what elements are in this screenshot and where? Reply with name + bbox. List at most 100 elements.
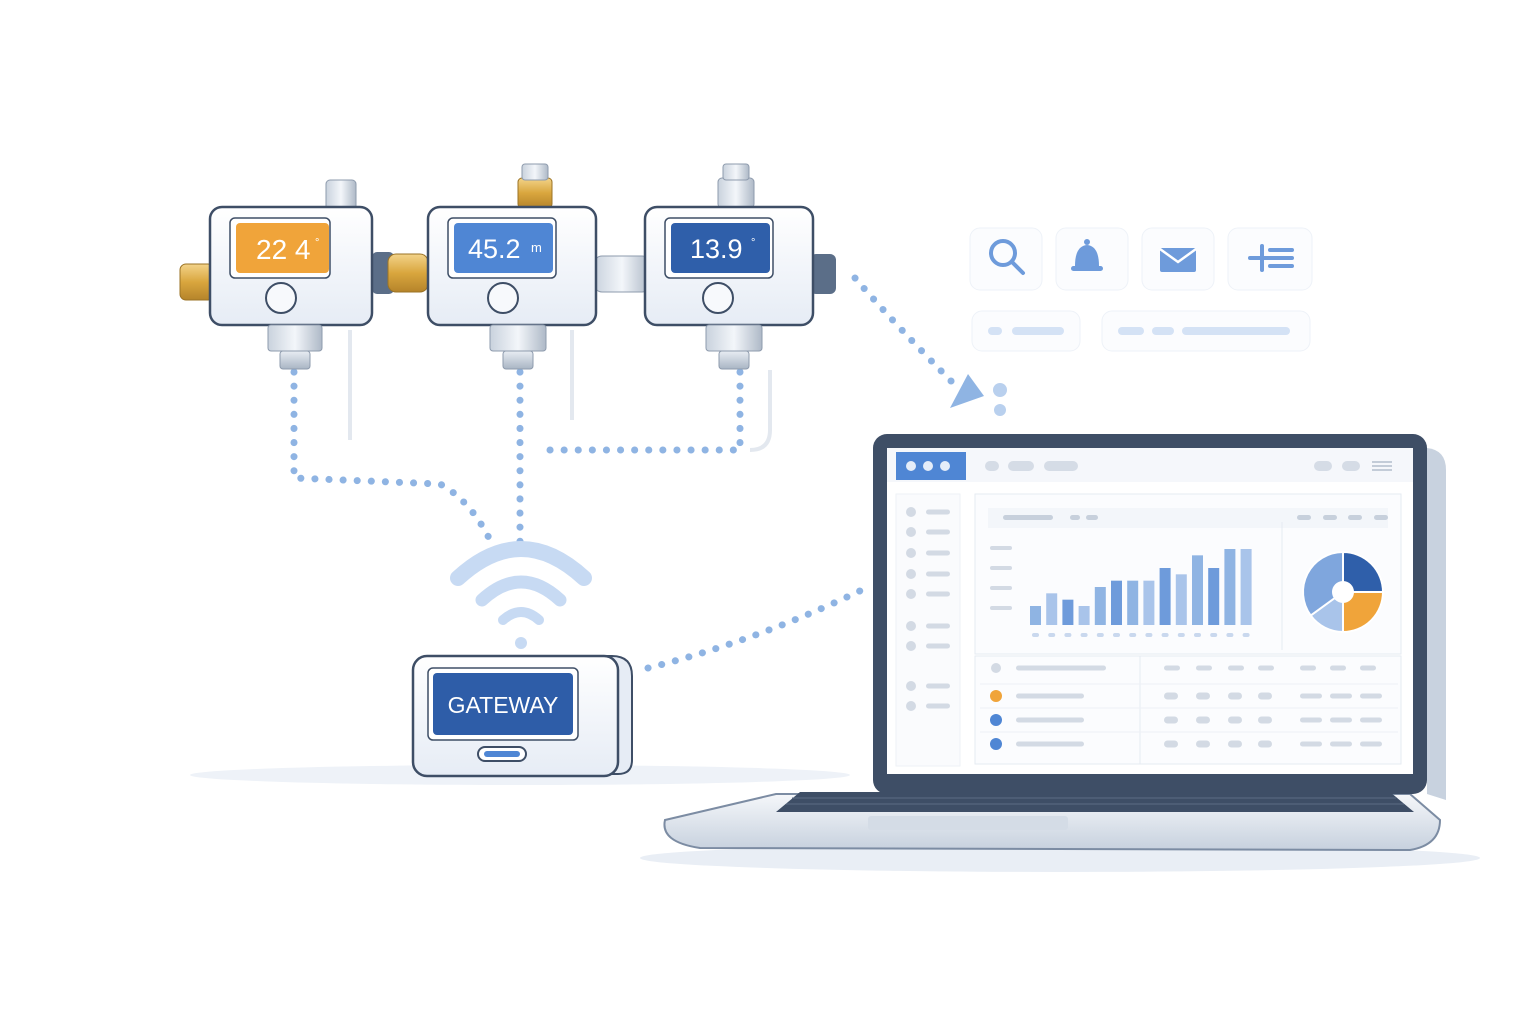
pipe-end-cap xyxy=(810,254,836,294)
sidebar-nav-label[interactable] xyxy=(926,509,950,515)
floating-toolbar xyxy=(969,227,1313,352)
sensor-1-unit: ° xyxy=(315,237,319,249)
sidebar-nav-icon[interactable] xyxy=(906,701,916,711)
sidebar-nav-icon[interactable] xyxy=(906,507,916,517)
top-valve xyxy=(325,179,357,211)
sensor-1-reading: 22 4 xyxy=(256,234,311,265)
dashboard-sidebar xyxy=(895,493,961,767)
laptop xyxy=(663,434,1446,852)
y-axis-tick-label xyxy=(990,566,1012,570)
sidebar-nav-label[interactable] xyxy=(926,571,950,577)
chart-bar[interactable] xyxy=(1208,568,1220,625)
menu-icon[interactable] xyxy=(1372,461,1392,471)
row-value xyxy=(1228,740,1242,748)
gateway-label: GATEWAY xyxy=(448,692,559,718)
table-row[interactable] xyxy=(980,707,1398,726)
row-value xyxy=(1228,716,1242,724)
pie-slice[interactable] xyxy=(1302,550,1344,617)
chart-bar[interactable] xyxy=(1030,606,1041,625)
table-header-icon xyxy=(991,663,1001,673)
nav-item[interactable] xyxy=(1044,461,1078,471)
sidebar-nav-label[interactable] xyxy=(926,623,950,629)
chart-bar[interactable] xyxy=(1224,549,1236,625)
x-axis-tick-label xyxy=(1242,633,1250,637)
gateway-device: GATEWAY xyxy=(411,654,633,778)
laptop-keyboard xyxy=(776,792,1414,812)
row-label xyxy=(1016,741,1084,747)
pie-chart xyxy=(1302,550,1385,634)
chart-bar[interactable] xyxy=(1240,549,1252,625)
x-axis-tick-label xyxy=(1194,633,1201,637)
header-action[interactable] xyxy=(1342,461,1360,471)
chart-bar[interactable] xyxy=(1143,580,1155,625)
sidebar-nav-icon[interactable] xyxy=(906,589,916,599)
sidebar-nav-icon[interactable] xyxy=(906,569,916,579)
sensor-1-display xyxy=(236,223,329,273)
chart-panel xyxy=(974,493,1402,655)
table-column-header xyxy=(1330,665,1346,671)
nav-item[interactable] xyxy=(985,461,999,471)
sensor-2-unit: m xyxy=(531,240,542,255)
chart-bar[interactable] xyxy=(1078,606,1090,625)
x-axis-tick-label xyxy=(1226,633,1234,637)
sensor-2-reading: 45.2 xyxy=(468,234,521,264)
window-dot[interactable] xyxy=(923,461,933,471)
row-value xyxy=(1164,740,1178,748)
y-axis-tick-label xyxy=(990,546,1012,550)
y-axis-tick-label xyxy=(990,606,1012,610)
sidebar-nav-icon[interactable] xyxy=(906,681,916,691)
dashboard-header xyxy=(887,448,1413,482)
x-axis-tick-label xyxy=(1145,633,1153,637)
table-column-header xyxy=(1196,665,1212,671)
sidebar-nav-icon[interactable] xyxy=(906,527,916,537)
window-dot[interactable] xyxy=(940,461,950,471)
sidebar-nav-icon[interactable] xyxy=(906,548,916,558)
bottom-coupling xyxy=(705,324,763,352)
table-header-label xyxy=(1016,665,1106,671)
row-value xyxy=(1258,692,1272,700)
brass-fitting xyxy=(387,253,429,293)
chart-bar[interactable] xyxy=(1159,568,1171,625)
sensor3-to-bus-link xyxy=(536,368,744,454)
x-axis-tick-label xyxy=(1096,633,1104,637)
sidebar-nav-label[interactable] xyxy=(926,683,950,689)
x-axis-tick-label xyxy=(1129,633,1137,637)
sidebar-nav-icon[interactable] xyxy=(906,621,916,631)
sidebar-nav-label[interactable] xyxy=(926,703,950,709)
row-value xyxy=(1196,692,1210,700)
row-value xyxy=(1300,717,1322,723)
sidebar-nav-label[interactable] xyxy=(926,643,950,649)
chart-bar[interactable] xyxy=(1175,574,1187,625)
bottom-coupling xyxy=(267,324,323,352)
y-axis-tick-label xyxy=(990,586,1012,590)
window-dot[interactable] xyxy=(906,461,916,471)
sidebar-nav-label[interactable] xyxy=(926,550,950,556)
search-button[interactable] xyxy=(969,227,1043,291)
gateway-to-laptop-link xyxy=(644,582,874,672)
x-axis-tick-label xyxy=(1161,633,1169,637)
chart-bar[interactable] xyxy=(1062,599,1074,625)
nav-item[interactable] xyxy=(1008,461,1034,471)
mail-icon xyxy=(1159,247,1197,272)
x-axis-tick-label xyxy=(1048,633,1056,637)
pie-slice[interactable] xyxy=(1342,550,1385,593)
sensor-1-button[interactable] xyxy=(265,282,297,314)
chart-bar[interactable] xyxy=(1094,587,1106,625)
sensor-2-button[interactable] xyxy=(487,282,519,314)
header-action[interactable] xyxy=(1314,461,1332,471)
sidebar-nav-icon[interactable] xyxy=(906,641,916,651)
chart-bar[interactable] xyxy=(1192,555,1203,625)
sidebar-nav-label[interactable] xyxy=(926,529,950,535)
row-value xyxy=(1196,740,1210,748)
table-row[interactable] xyxy=(980,731,1398,750)
x-axis-tick-label xyxy=(1210,633,1218,637)
chart-bar[interactable] xyxy=(1111,580,1122,625)
chart-bar[interactable] xyxy=(1046,593,1058,625)
sidebar-nav-label[interactable] xyxy=(926,591,950,597)
bar-chart xyxy=(990,546,1252,637)
table-row[interactable] xyxy=(980,683,1398,702)
pie-slice[interactable] xyxy=(1342,591,1385,634)
chart-bar[interactable] xyxy=(1127,580,1139,625)
sensor-3-button[interactable] xyxy=(702,282,734,314)
